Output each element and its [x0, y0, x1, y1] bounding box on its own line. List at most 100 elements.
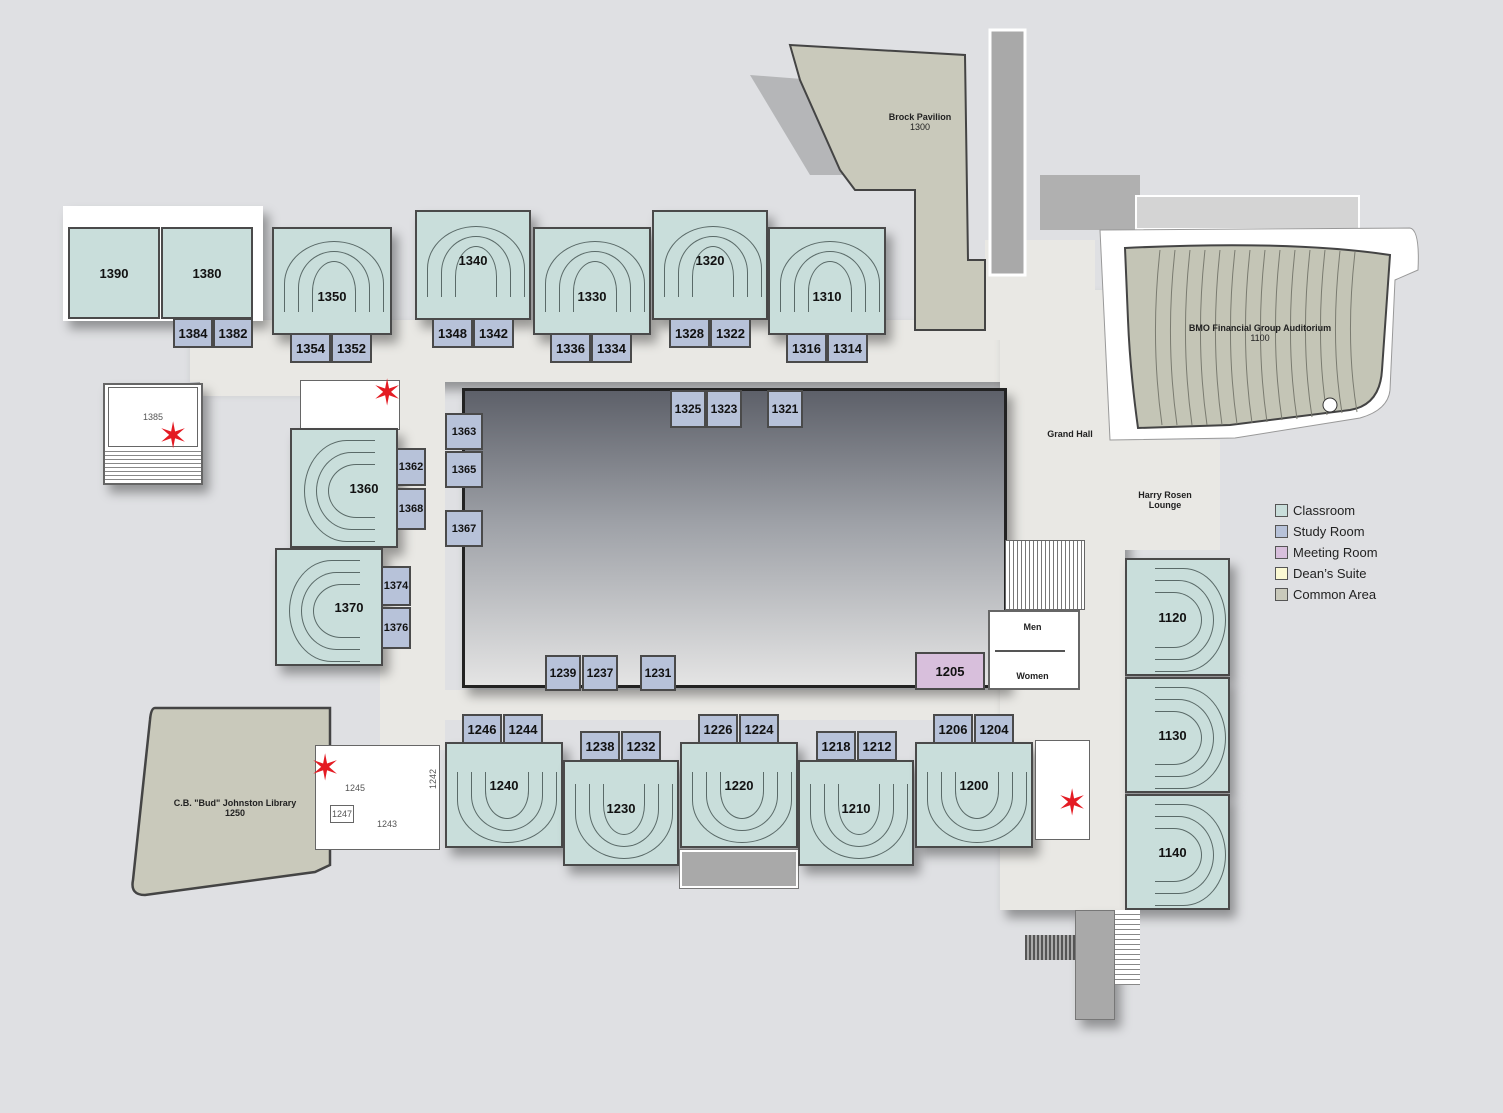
study-1368[interactable]: 1368: [396, 488, 426, 530]
seating-arc-icon: [692, 246, 734, 297]
brock-pavilion-label: Brock Pavilion 1300: [888, 112, 952, 132]
study-1212[interactable]: 1212: [857, 731, 897, 761]
classroom-1220[interactable]: 1220: [680, 742, 798, 848]
legend-item-meeting-room: Meeting Room: [1275, 542, 1378, 563]
study-1367[interactable]: 1367: [445, 510, 483, 547]
study-1204[interactable]: 1204: [974, 714, 1014, 744]
legend-item-deans-suite: Dean’s Suite: [1275, 563, 1378, 584]
seating-arc-icon: [298, 251, 370, 312]
south-exit-stairs: [1115, 910, 1140, 985]
grand-hall-label[interactable]: Grand Hall: [1047, 429, 1093, 439]
study-1238[interactable]: 1238: [580, 731, 620, 761]
seating-arc-icon: [1155, 828, 1202, 882]
meeting-room-1205[interactable]: 1205: [915, 652, 985, 690]
classroom-1380[interactable]: 1380: [161, 227, 253, 319]
study-1352[interactable]: 1352: [331, 333, 372, 363]
library-label[interactable]: C.B. "Bud" Johnston Library 1250: [173, 798, 297, 818]
classroom-1330[interactable]: 1330: [533, 227, 651, 335]
study-1246[interactable]: 1246: [462, 714, 502, 744]
classroom-1210[interactable]: 1210: [798, 760, 914, 866]
study-1237[interactable]: 1237: [582, 655, 618, 691]
room-1242[interactable]: 1242: [427, 765, 439, 793]
room-1245[interactable]: 1245: [340, 780, 370, 796]
seating-arc-icon: [720, 772, 764, 819]
study-1323[interactable]: 1323: [706, 390, 742, 428]
classroom-1390[interactable]: 1390: [68, 227, 160, 319]
classroom-1140[interactable]: 1140: [1125, 794, 1230, 910]
study-1336[interactable]: 1336: [550, 333, 591, 363]
map-legend: Classroom Study Room Meeting Room Dean’s…: [1275, 500, 1378, 605]
classroom-1340[interactable]: 1340: [415, 210, 531, 320]
seating-arc-icon: [455, 246, 497, 297]
study-1348[interactable]: 1348: [432, 318, 473, 348]
study-1334[interactable]: 1334: [591, 333, 632, 363]
legend-item-common-area: Common Area: [1275, 584, 1378, 605]
study-1232[interactable]: 1232: [621, 731, 661, 761]
seating-arc-icon: [328, 464, 375, 518]
seating-arc-icon: [441, 236, 511, 297]
classroom-swatch-icon: [1275, 504, 1288, 517]
seating-arc-icon: [301, 572, 360, 650]
study-1244[interactable]: 1244: [503, 714, 543, 744]
location-star-icon[interactable]: ✶: [372, 372, 403, 413]
location-star-icon[interactable]: ✶: [310, 747, 341, 788]
study-1325[interactable]: 1325: [670, 390, 706, 428]
women-restroom[interactable]: Women: [1016, 671, 1049, 681]
classroom-1240[interactable]: 1240: [445, 742, 563, 848]
classroom-1370[interactable]: 1370: [275, 548, 383, 666]
study-1239[interactable]: 1239: [545, 655, 581, 691]
study-1314[interactable]: 1314: [827, 333, 868, 363]
seating-arc-icon: [1155, 711, 1202, 765]
study-1206[interactable]: 1206: [933, 714, 973, 744]
study-1224[interactable]: 1224: [739, 714, 779, 744]
study-1365[interactable]: 1365: [445, 451, 483, 488]
study-1231[interactable]: 1231: [640, 655, 676, 691]
seating-arc-icon: [589, 784, 659, 847]
location-star-icon[interactable]: ✶: [1057, 782, 1088, 823]
study-1328[interactable]: 1328: [669, 318, 710, 348]
seating-arc-icon: [316, 452, 375, 530]
study-1382[interactable]: 1382: [213, 318, 253, 348]
classroom-1350[interactable]: 1350: [272, 227, 392, 335]
meeting-room-swatch-icon: [1275, 546, 1288, 559]
study-1218[interactable]: 1218: [816, 731, 856, 761]
room-1247[interactable]: 1247: [330, 805, 354, 823]
room-1243[interactable]: 1243: [372, 815, 402, 833]
study-1226[interactable]: 1226: [698, 714, 738, 744]
study-1384[interactable]: 1384: [173, 318, 213, 348]
study-1322[interactable]: 1322: [710, 318, 751, 348]
study-1342[interactable]: 1342: [473, 318, 514, 348]
classroom-1360[interactable]: 1360: [290, 428, 398, 548]
legend-item-classroom: Classroom: [1275, 500, 1378, 521]
south-exit-ramp: [1075, 910, 1115, 1020]
seating-arc-icon: [838, 784, 880, 835]
classroom-1120[interactable]: 1120: [1125, 558, 1230, 676]
men-restroom[interactable]: Men: [1023, 622, 1042, 632]
study-1316[interactable]: 1316: [786, 333, 827, 363]
location-star-icon[interactable]: ✶: [158, 415, 189, 456]
study-1321[interactable]: 1321: [767, 390, 803, 428]
common-area-swatch-icon: [1275, 588, 1288, 601]
west-exit-stairs: [1025, 935, 1075, 960]
classroom-1200[interactable]: 1200: [915, 742, 1033, 848]
study-1363[interactable]: 1363: [445, 413, 483, 450]
room-1385[interactable]: 1385: [108, 387, 198, 447]
seating-arc-icon: [559, 251, 631, 312]
stair-block: [1005, 540, 1085, 610]
classroom-1320[interactable]: 1320: [652, 210, 768, 320]
stairs-1385: [105, 448, 201, 483]
lobby-right: [1110, 440, 1220, 550]
study-room-swatch-icon: [1275, 525, 1288, 538]
deans-suite-swatch-icon: [1275, 567, 1288, 580]
seating-arc-icon: [603, 784, 645, 835]
seating-arc-icon: [808, 261, 852, 312]
study-1354[interactable]: 1354: [290, 333, 331, 363]
seating-arc-icon: [485, 772, 529, 819]
classroom-1130[interactable]: 1130: [1125, 677, 1230, 793]
study-1362[interactable]: 1362: [396, 448, 426, 486]
legend-item-study-room: Study Room: [1275, 521, 1378, 542]
study-1374[interactable]: 1374: [381, 566, 411, 606]
harry-rosen-lounge-label[interactable]: Harry Rosen Lounge: [1138, 490, 1192, 510]
study-1376[interactable]: 1376: [381, 607, 411, 649]
classroom-1230[interactable]: 1230: [563, 760, 679, 866]
